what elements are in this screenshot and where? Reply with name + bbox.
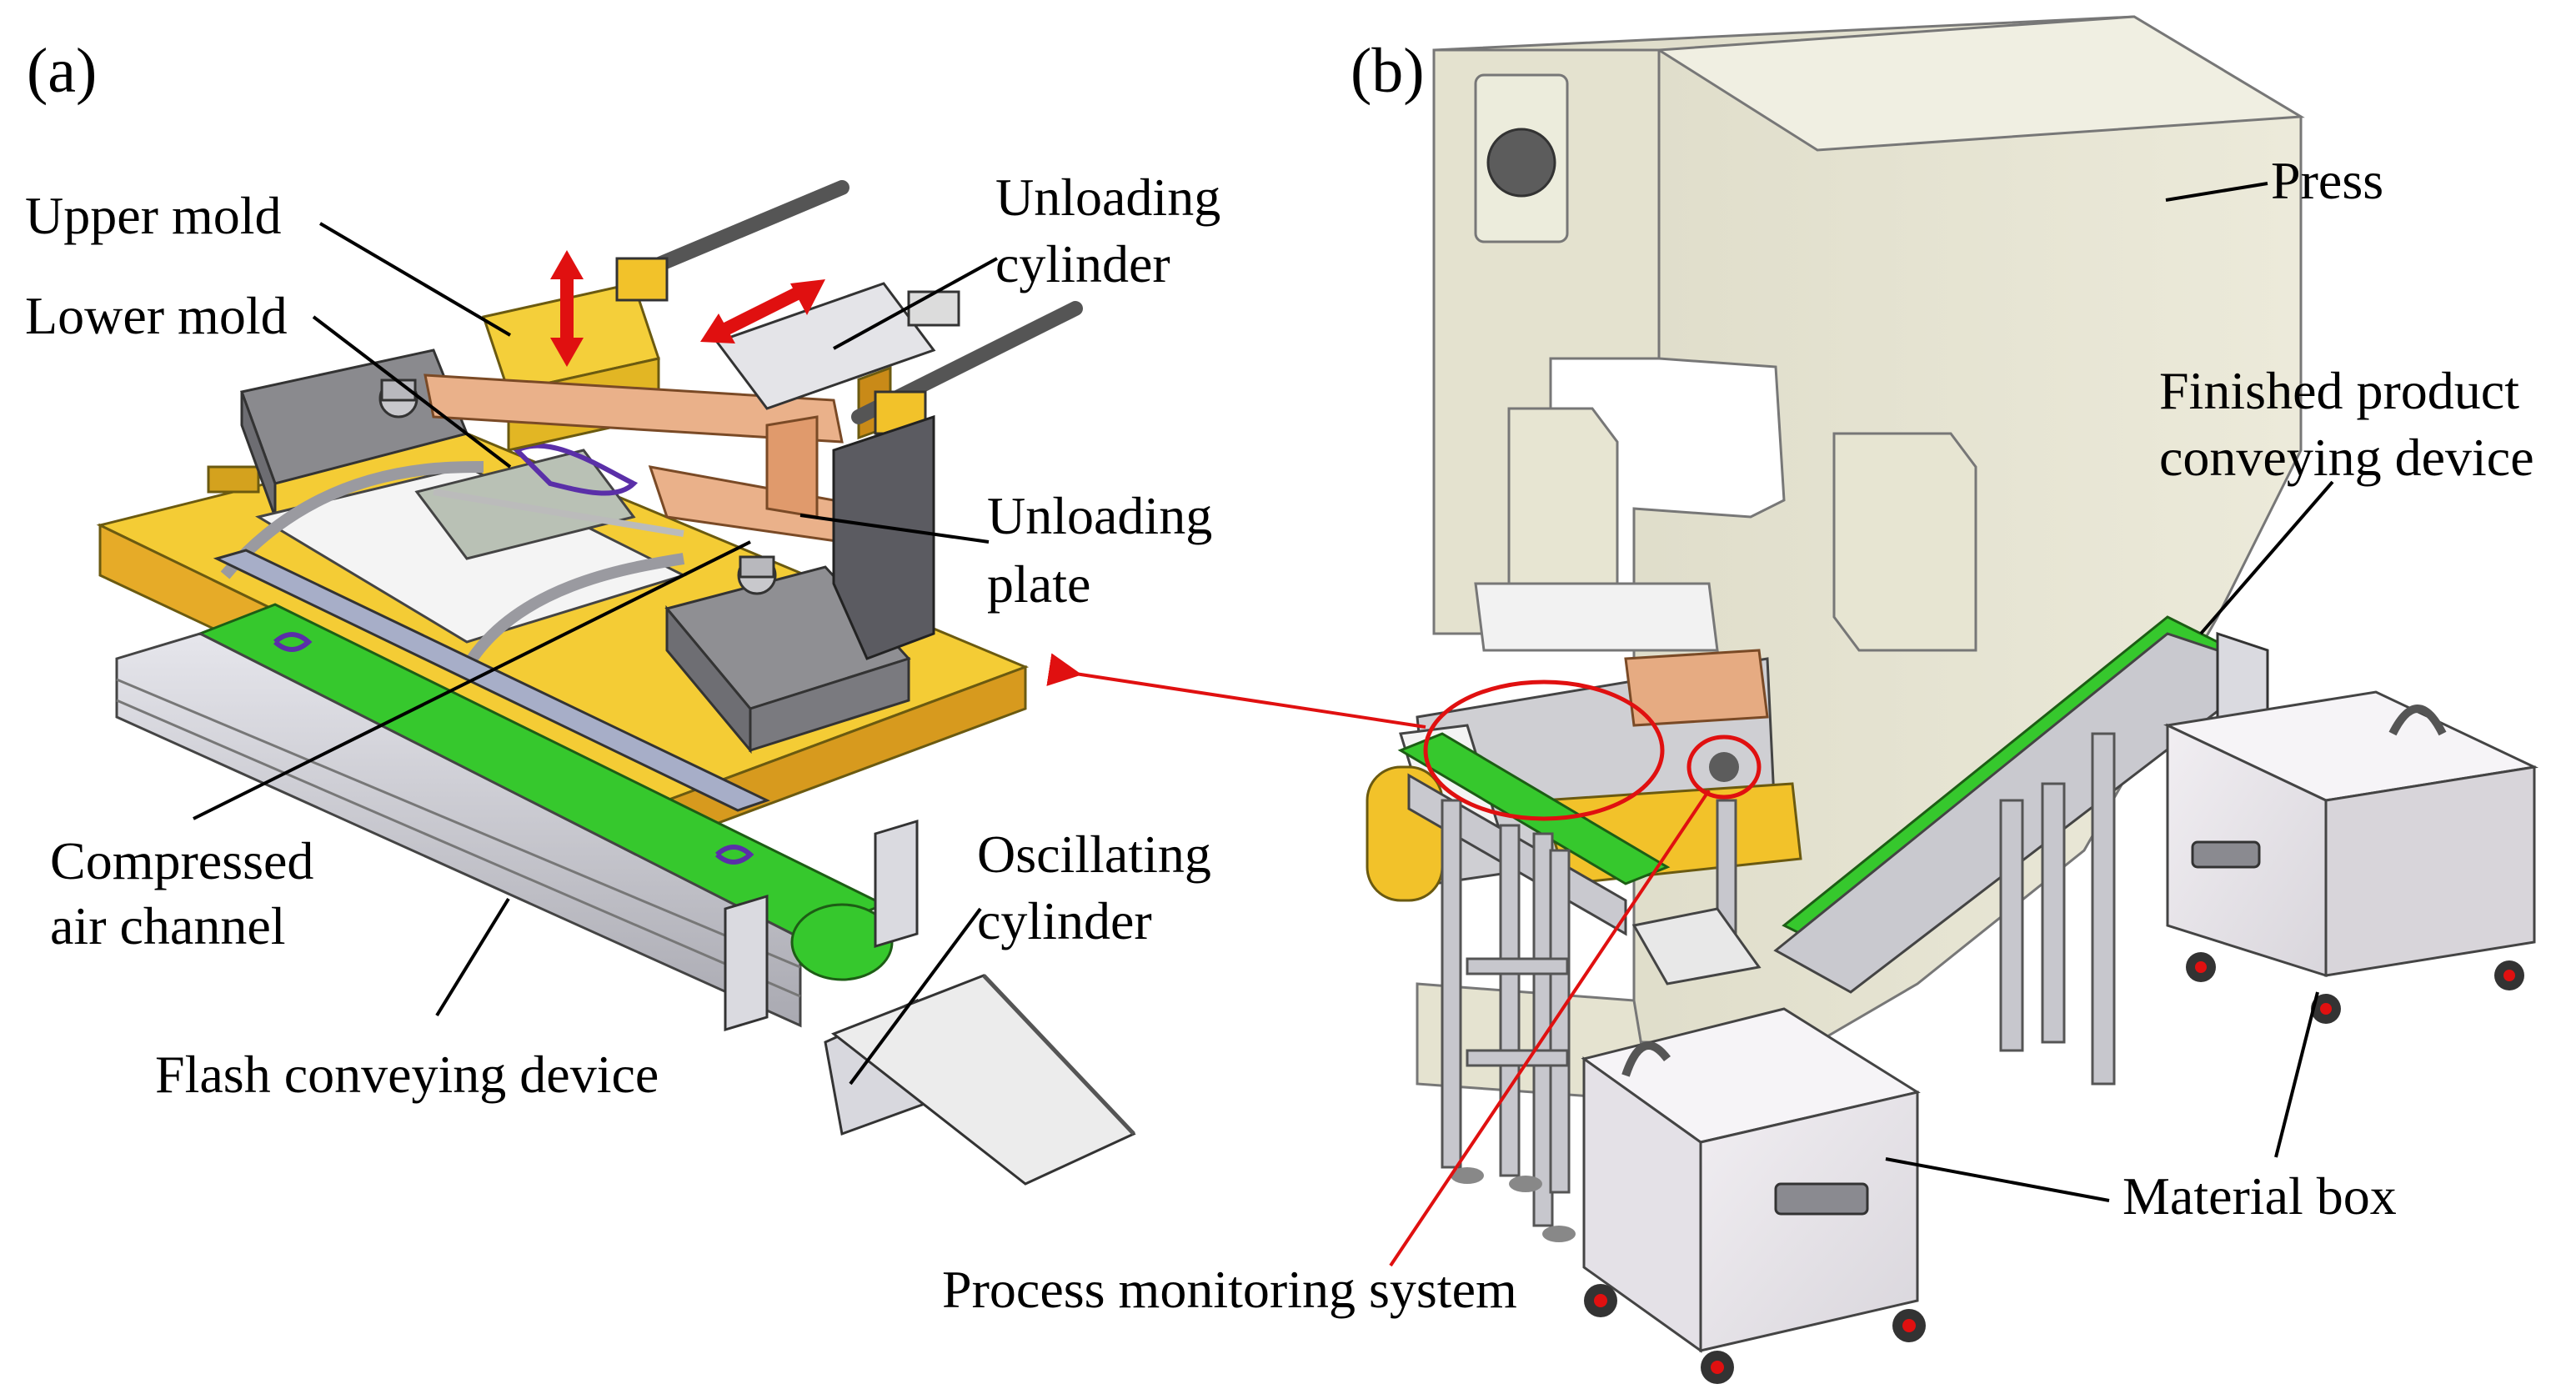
label-flash-conveying-device: Flash conveying device <box>155 1045 659 1104</box>
panel-a-leaders <box>193 222 998 1086</box>
guide-strip <box>213 549 770 812</box>
panel-label-a: (a) <box>27 36 97 106</box>
panel-b-leaders <box>1885 182 2334 1202</box>
highlight-ellipse-mold <box>1423 679 1665 821</box>
label-compressed-air-line2: air channel <box>50 896 286 955</box>
label-unloading-plate-line1: Unloading <box>987 486 1212 545</box>
label-finished-product-line2: conveying device <box>2159 428 2534 487</box>
zoom-arrow <box>1046 653 1426 729</box>
label-process-monitoring-system: Process monitoring system <box>942 1260 1517 1319</box>
panel-labels: (a) (b) <box>27 36 1425 106</box>
panel-label-b: (b) <box>1351 36 1425 106</box>
compressed-air-channel <box>220 461 484 579</box>
material-box-front <box>1581 1007 1926 1384</box>
flash-conveyor-rail <box>115 632 802 1028</box>
label-material-box: Material box <box>2122 1166 2397 1226</box>
unloading-plate <box>423 374 844 444</box>
labels-panel-b: Press Finished product conveying device … <box>942 151 2534 1319</box>
label-compressed-air-line1: Compressed <box>50 831 313 890</box>
label-finished-product-line1: Finished product <box>2159 361 2519 420</box>
label-unloading-cylinder-line2: cylinder <box>995 234 1170 293</box>
highlight-ellipse-camera <box>1686 735 1762 800</box>
label-unloading-cylinder-line1: Unloading <box>995 168 1220 227</box>
label-press: Press <box>2271 151 2383 210</box>
label-upper-mold: Upper mold <box>25 186 282 245</box>
label-oscillating-cylinder-line2: cylinder <box>977 891 1152 950</box>
label-lower-mold: Lower mold <box>25 286 288 345</box>
panel-a-drawing <box>96 180 1136 1186</box>
label-oscillating-cylinder-line1: Oscillating <box>977 825 1211 884</box>
panel-b-drawing <box>1366 15 2539 1384</box>
unloading-cylinder <box>714 282 936 410</box>
label-unloading-plate-line2: plate <box>987 554 1090 614</box>
labels-panel-a: Upper mold Lower mold Unloading cylinder… <box>25 168 1220 1104</box>
workpiece <box>512 443 639 496</box>
material-box-right <box>2163 690 2539 1024</box>
